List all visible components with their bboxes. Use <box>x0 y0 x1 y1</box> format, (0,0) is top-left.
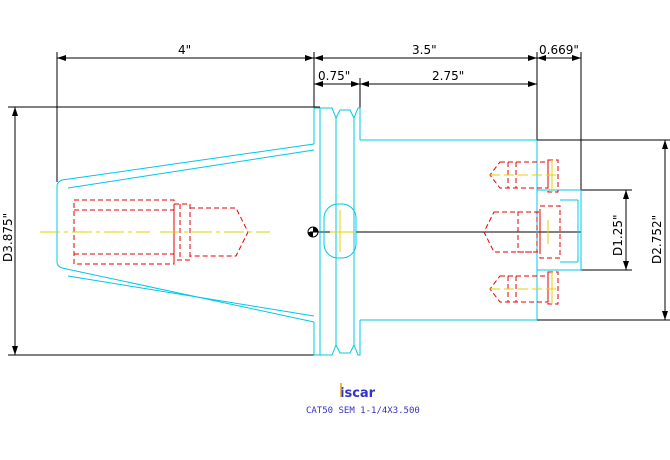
dimension-lines <box>8 52 670 356</box>
dimension-arrows <box>12 55 668 355</box>
dim-face-extension: 0.669" <box>539 43 579 57</box>
logo: iscar <box>340 383 376 401</box>
center-lines <box>40 160 560 304</box>
center-mark <box>307 226 319 238</box>
dim-flange-diameter: D3.875" <box>1 213 15 262</box>
dim-bore-diameter: D1.25" <box>611 215 625 256</box>
part-description: CAT50 SEM 1-1/4X3.500 <box>306 406 420 416</box>
logo-text: iscar <box>340 386 376 401</box>
dim-flange-width: 0.75" <box>318 69 350 83</box>
dim-body-length: 2.75" <box>432 69 464 83</box>
dim-body-diameter: D2.752" <box>650 215 664 264</box>
dim-taper-length: 4" <box>178 43 191 57</box>
dim-flange-to-face: 3.5" <box>412 43 437 57</box>
